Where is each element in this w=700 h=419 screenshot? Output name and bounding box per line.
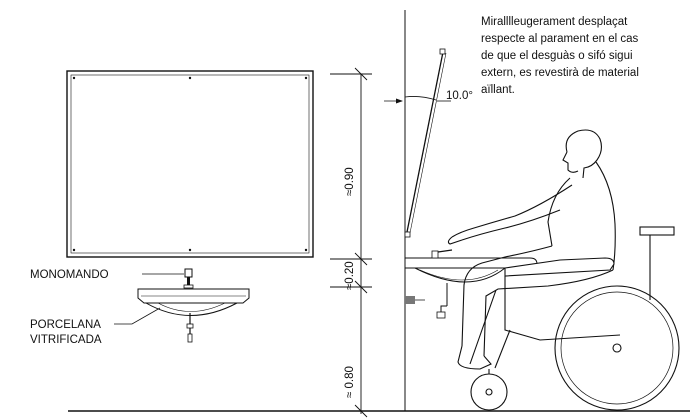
counter-side-view [404, 249, 538, 319]
mirror-note-line-3: de que el desguàs o sifó sigui [481, 50, 633, 62]
mirror-note-line-2: respecte al parament en el cas [481, 33, 639, 45]
dimension-counter-gap: ≈0.20 [344, 261, 356, 290]
washbasin-front-view [137, 268, 250, 343]
porcelana-label-line2: VITRIFICADA [30, 334, 102, 346]
mirror-note-line-1: Miralllleugerament desplaçat [481, 16, 628, 28]
porcelana-leader [114, 307, 161, 325]
mirror-front-view [66, 70, 314, 258]
mirror-note-line-5: aïllant. [481, 84, 515, 96]
porcelana-label-line1: PORCELANA [30, 319, 101, 331]
tilted-mirror-side-view [404, 48, 447, 238]
wheelchair [469, 226, 680, 411]
dimension-mirror-height: ≈0.90 [344, 167, 356, 196]
tilt-angle-arrow [384, 98, 451, 104]
monomando-label: MONOMANDO [30, 269, 109, 281]
dimension-basin-height: ≈ 0.80 [344, 366, 356, 398]
mirror-note-line-4: extern, es revestirà de material [481, 67, 639, 79]
person-in-wheelchair [447, 129, 616, 370]
tilt-angle-label: 10.0° [446, 90, 473, 102]
vertical-dimension-line [330, 67, 372, 418]
